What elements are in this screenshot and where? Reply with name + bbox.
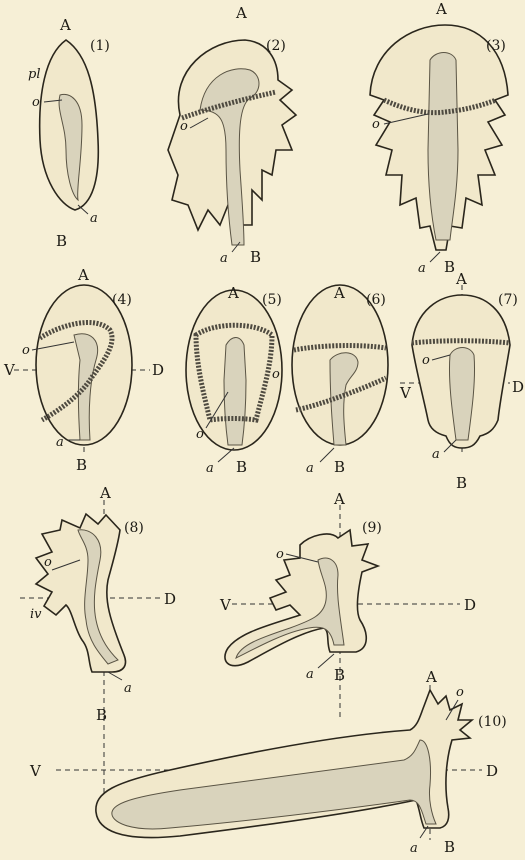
figure-9-a-leader — [318, 654, 334, 668]
figure-10-label-o: o — [456, 685, 464, 700]
figure-5-label-o: o — [196, 427, 204, 442]
figure-3-label-o: o — [372, 117, 380, 132]
figure-9-label-left: V — [219, 596, 232, 614]
figure-8-label-o: o — [44, 555, 52, 570]
figure-7-label-top: A — [455, 270, 467, 288]
figure-2-number: (2) — [266, 38, 286, 54]
figure-9-label-right: D — [464, 596, 476, 614]
figure-4-label-bottom: B — [76, 456, 87, 474]
figure-4-number: (4) — [112, 292, 132, 308]
figure-2-label-a: a — [220, 251, 228, 266]
figure-6-number: (6) — [366, 292, 386, 308]
figure-6-label-bottom: B — [334, 458, 345, 476]
figure-8-label-left: iv — [30, 607, 42, 622]
figure-7-label-bottom: B — [456, 474, 467, 492]
figure-1-number: (1) — [90, 38, 110, 54]
figure-10-label-top: A — [425, 668, 437, 686]
figure-10-label-a: a — [410, 841, 418, 856]
figure-8-label-right: D — [164, 590, 176, 608]
figure-8-label-bottom: B — [96, 706, 107, 724]
figure-5-label-top: A — [227, 284, 239, 302]
figure-2: A o a B (2) — [168, 4, 296, 266]
figure-9-number: (9) — [362, 520, 382, 536]
figure-7-number: (7) — [498, 292, 518, 308]
figure-9: A V D o a B (9) — [219, 490, 476, 720]
figure-1-label-top: A — [59, 16, 71, 34]
figure-5-a-leader — [218, 448, 234, 462]
figure-8-label-a: a — [124, 681, 132, 696]
figure-4-label-left: V — [3, 361, 16, 379]
figure-4: A V D o a B (4) — [3, 266, 164, 474]
figure-9-label-o: o — [276, 547, 284, 562]
figure-7-label-o: o — [422, 353, 430, 368]
figure-10-number: (10) — [478, 714, 507, 730]
figure-6-label-top: A — [333, 284, 345, 302]
figure-10-label-bottom: B — [444, 838, 455, 856]
figure-2-label-o: o — [180, 119, 188, 134]
figure-1-label-bottom: B — [56, 232, 67, 250]
figure-3-gut — [428, 53, 458, 241]
figure-7-label-a: a — [432, 447, 440, 462]
figure-2-label-top: A — [235, 4, 247, 22]
figure-5-label-a: a — [206, 461, 214, 476]
figure-10: A V D o a B (10) — [29, 668, 507, 856]
figure-4-label-o: o — [22, 343, 30, 358]
figure-6-label-o: o — [272, 367, 280, 382]
figure-5-gut — [224, 338, 246, 446]
figure-8: A iv D o a B (8) — [20, 484, 176, 800]
figure-3-number: (3) — [486, 38, 506, 54]
figure-5-number: (5) — [262, 292, 282, 308]
figure-1: A pl o a B (1) — [28, 16, 110, 250]
figure-8-number: (8) — [124, 520, 144, 536]
figure-2-label-bottom: B — [250, 248, 261, 266]
figure-5-label-bottom: B — [236, 458, 247, 476]
figure-8-label-top: A — [99, 484, 111, 502]
figure-9-label-bottom: B — [334, 666, 345, 684]
figure-7: A V D o a B (7) — [399, 270, 524, 492]
figure-1-label-a: a — [90, 211, 98, 226]
figure-3-label-bottom: B — [444, 258, 455, 276]
figure-9-label-top: A — [333, 490, 345, 508]
figure-8-a-leader — [108, 672, 122, 680]
figure-1-label-o: o — [32, 95, 40, 110]
figure-4-label-a: a — [56, 435, 64, 450]
figure-6-label-a: a — [306, 461, 314, 476]
figure-4-label-top: A — [77, 266, 89, 284]
figure-3: A o a B (3) — [370, 0, 508, 276]
figure-10-label-left: V — [29, 762, 42, 780]
figure-5: A o a B (5) — [186, 284, 282, 476]
figure-8-body — [36, 514, 126, 672]
figure-10-label-right: D — [486, 762, 498, 780]
figure-1-label-side: pl — [28, 67, 40, 82]
figure-6-a-leader — [320, 448, 334, 462]
figure-7-label-left: V — [399, 384, 412, 402]
figure-3-label-a: a — [418, 261, 426, 276]
figure-9-label-a: a — [306, 667, 314, 682]
figure-7-label-right: D — [512, 378, 524, 396]
figure-6: A o a B (6) — [272, 284, 388, 476]
figure-3-a-leader — [430, 252, 440, 262]
figure-4-label-right: D — [152, 361, 164, 379]
figure-3-label-top: A — [435, 0, 447, 18]
